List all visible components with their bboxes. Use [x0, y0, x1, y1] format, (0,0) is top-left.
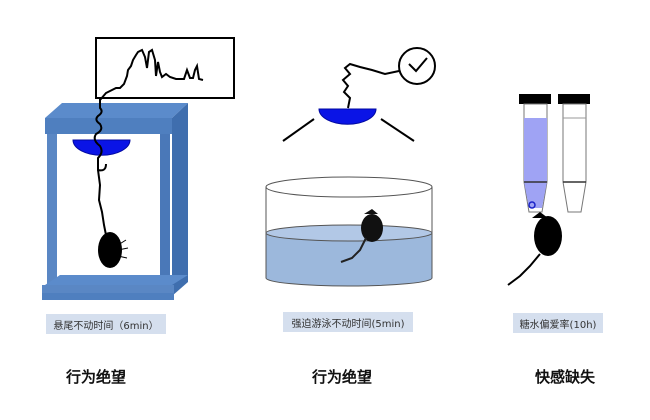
activity-trace-icon: [99, 48, 204, 101]
mouse-tail: [97, 169, 107, 236]
caption-tail-suspension: 悬尾不动时间（6min）: [46, 314, 166, 334]
sensor-cable: [93, 98, 107, 172]
frame-top-face: [45, 103, 188, 118]
frame-side-panel: [172, 103, 188, 296]
timer-clock-icon: [398, 47, 436, 85]
view-line-left: [282, 118, 315, 142]
camera-dome: [318, 108, 377, 125]
sucrose-tube-cap: [519, 94, 551, 104]
water-tube-cap: [558, 94, 590, 104]
camera-cable: [341, 62, 400, 109]
swimming-mouse: [361, 214, 383, 242]
tail-suspension-apparatus: [42, 37, 235, 300]
swimming-mouse-tail: [340, 237, 367, 263]
conclusion-forced-swim: 行为绝望: [312, 368, 373, 386]
frame-base-top: [45, 275, 188, 285]
conclusion-tail-suspension: 行为绝望: [66, 368, 127, 386]
frame-base: [42, 292, 174, 300]
caption-sucrose-preference: 糖水偏爱率(10h): [513, 313, 603, 333]
water-surface: [265, 224, 433, 242]
frame-right-pillar: [160, 134, 170, 294]
conclusion-sucrose-preference: 快感缺失: [535, 368, 596, 386]
view-line-right: [380, 118, 415, 142]
drinking-mouse: [534, 216, 562, 256]
mouse-silhouette: [98, 232, 122, 268]
beaker-rim: [265, 176, 433, 198]
frame-left-pillar: [47, 134, 57, 294]
forced-swim-apparatus: [265, 47, 436, 287]
drinking-mouse-tail: [507, 253, 541, 286]
sucrose-preference-apparatus: [507, 94, 590, 286]
frame-top-beam: [45, 118, 172, 134]
sucrose-solution: [524, 118, 547, 208]
water-tube: [562, 103, 587, 213]
caption-forced-swim: 强迫游泳不动时间(5min): [283, 312, 413, 332]
